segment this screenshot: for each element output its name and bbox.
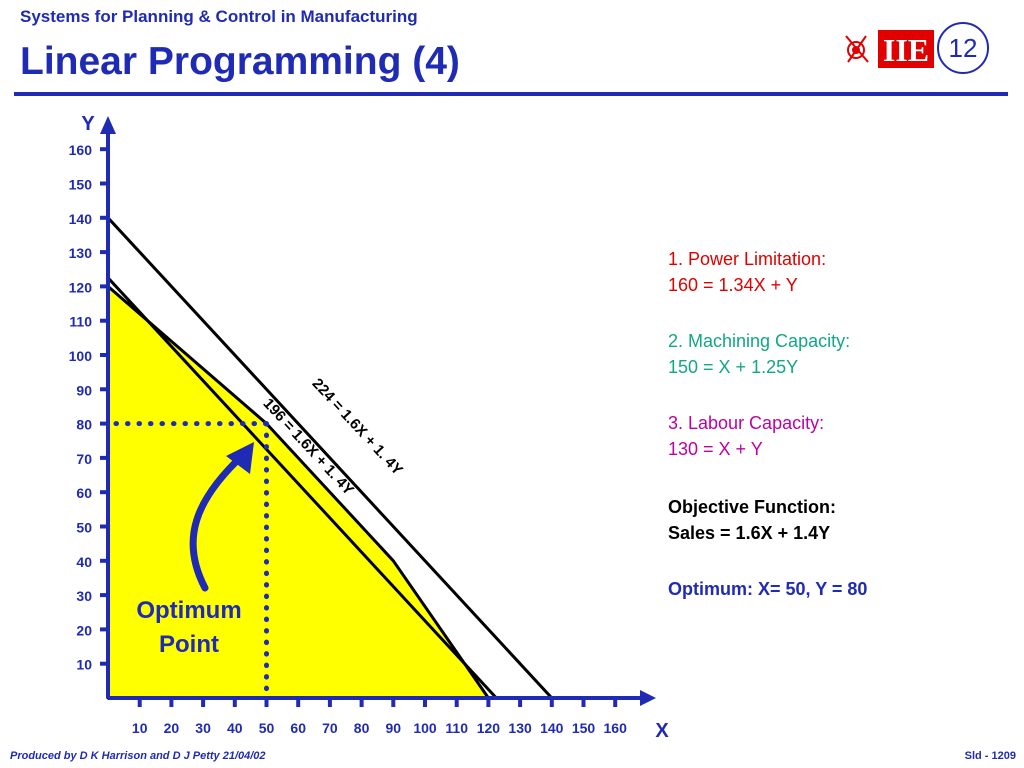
x-axis-arrow [640, 690, 656, 706]
footer-credit: Produced by D K Harrison and D J Petty 2… [10, 750, 266, 762]
y-tick-label: 20 [76, 622, 92, 638]
x-tick-label: 10 [132, 720, 148, 736]
y-tick-label: 70 [76, 451, 92, 467]
y-tick-label: 80 [76, 417, 92, 433]
x-tick-label: 90 [386, 720, 402, 736]
constraint-labour: 3. Labour Capacity: 130 = X + Y [668, 410, 824, 462]
x-tick-label: 150 [572, 720, 596, 736]
x-tick-label: 160 [604, 720, 628, 736]
y-tick-label: 160 [69, 142, 93, 158]
x-tick-label: 120 [477, 720, 501, 736]
y-tick-label: 100 [69, 348, 93, 364]
y-tick-label: 10 [76, 657, 92, 673]
x-tick-label: 50 [259, 720, 275, 736]
slide-number-badge: 12 [937, 22, 989, 74]
x-tick-label: 140 [540, 720, 564, 736]
footer-slide-id: Sld - 1209 [964, 750, 1016, 762]
y-tick-label: 150 [69, 177, 93, 193]
x-tick-label: 130 [508, 720, 532, 736]
x-tick-label: 70 [322, 720, 338, 736]
title-underline [14, 92, 1008, 96]
x-tick-label: 80 [354, 720, 370, 736]
objective-title: Objective Function: [668, 497, 837, 517]
x-tick-label: 20 [164, 720, 180, 736]
optimum-label-line1: Optimum [136, 597, 241, 624]
y-tick-label: 30 [76, 588, 92, 604]
iie-logo: IIE [842, 30, 934, 68]
y-tick-label: 130 [69, 245, 93, 261]
y-tick-label: 120 [69, 279, 93, 295]
constraint-power: 1. Power Limitation: 160 = 1.34X + Y [668, 246, 826, 298]
objective-function: Objective Function: Sales = 1.6X + 1.4Y [668, 494, 836, 546]
constraint-machining: 2. Machining Capacity: 150 = X + 1.25Y [668, 328, 850, 380]
y-tick-label: 60 [76, 485, 92, 501]
iso-line-2 [106, 216, 553, 700]
power-title: 1. Power Limitation: [668, 249, 827, 269]
x-tick-label: 30 [195, 720, 211, 736]
iso-line-1 [106, 276, 498, 700]
optimum-label-line2: Point [159, 631, 219, 658]
y-axis-label: Y [81, 113, 95, 135]
x-axis-label: X [655, 720, 669, 742]
labour-equation: 130 = X + Y [668, 439, 763, 459]
logo-letters-bg [878, 30, 934, 68]
course-subtitle: Systems for Planning & Control in Manufa… [20, 7, 418, 26]
slide-title: Linear Programming (4) [20, 40, 460, 83]
objective-equation: Sales = 1.6X + 1.4Y [668, 523, 831, 543]
y-tick-label: 90 [76, 382, 92, 398]
y-axis-arrow [100, 116, 116, 134]
y-tick-label: 140 [69, 211, 93, 227]
logo-letters: IIE [883, 32, 929, 68]
logo-emblem-icon [845, 35, 869, 63]
optimum-pointer-arrow [189, 451, 247, 592]
x-tick-label: 100 [413, 720, 437, 736]
y-tick-label: 110 [69, 314, 92, 330]
power-equation: 160 = 1.34X + Y [668, 275, 798, 295]
x-tick-label: 60 [290, 720, 306, 736]
y-tick-label: 50 [76, 520, 92, 536]
optimum-pointer-arrowhead [226, 442, 254, 474]
y-tick-label: 40 [76, 554, 92, 570]
machining-title: 2. Machining Capacity: [668, 331, 851, 351]
x-tick-label: 40 [227, 720, 243, 736]
optimum-result: Optimum: X= 50, Y = 80 [668, 579, 868, 599]
machining-equation: 150 = X + 1.25Y [668, 357, 799, 377]
labour-title: 3. Labour Capacity: [668, 413, 825, 433]
x-tick-label: 110 [445, 720, 468, 736]
